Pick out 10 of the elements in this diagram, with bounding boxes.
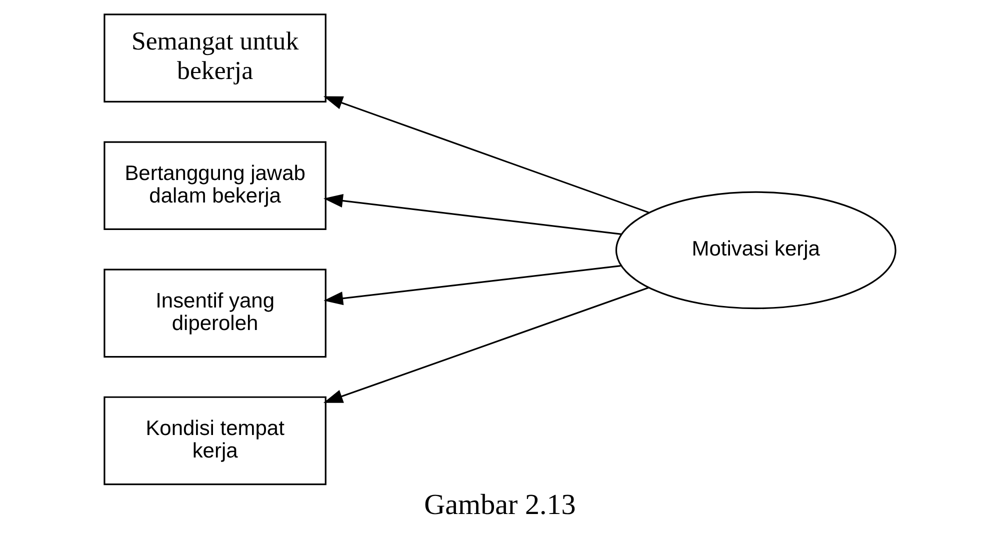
node-box: Bertanggung jawab dalam bekerja (103, 141, 326, 230)
arrow (322, 96, 648, 214)
arrow (322, 194, 621, 236)
node-box: Insentif yang diperoleh (103, 268, 326, 358)
node-ellipse: Motivasi kerja (614, 191, 896, 310)
node-box: Kondisi tempat kerja (103, 396, 326, 486)
arrow (322, 286, 648, 403)
arrow (323, 265, 620, 306)
caption: Gambar 2.13 (424, 489, 576, 522)
node-box: Semangat untuk bekerja (103, 14, 326, 102)
